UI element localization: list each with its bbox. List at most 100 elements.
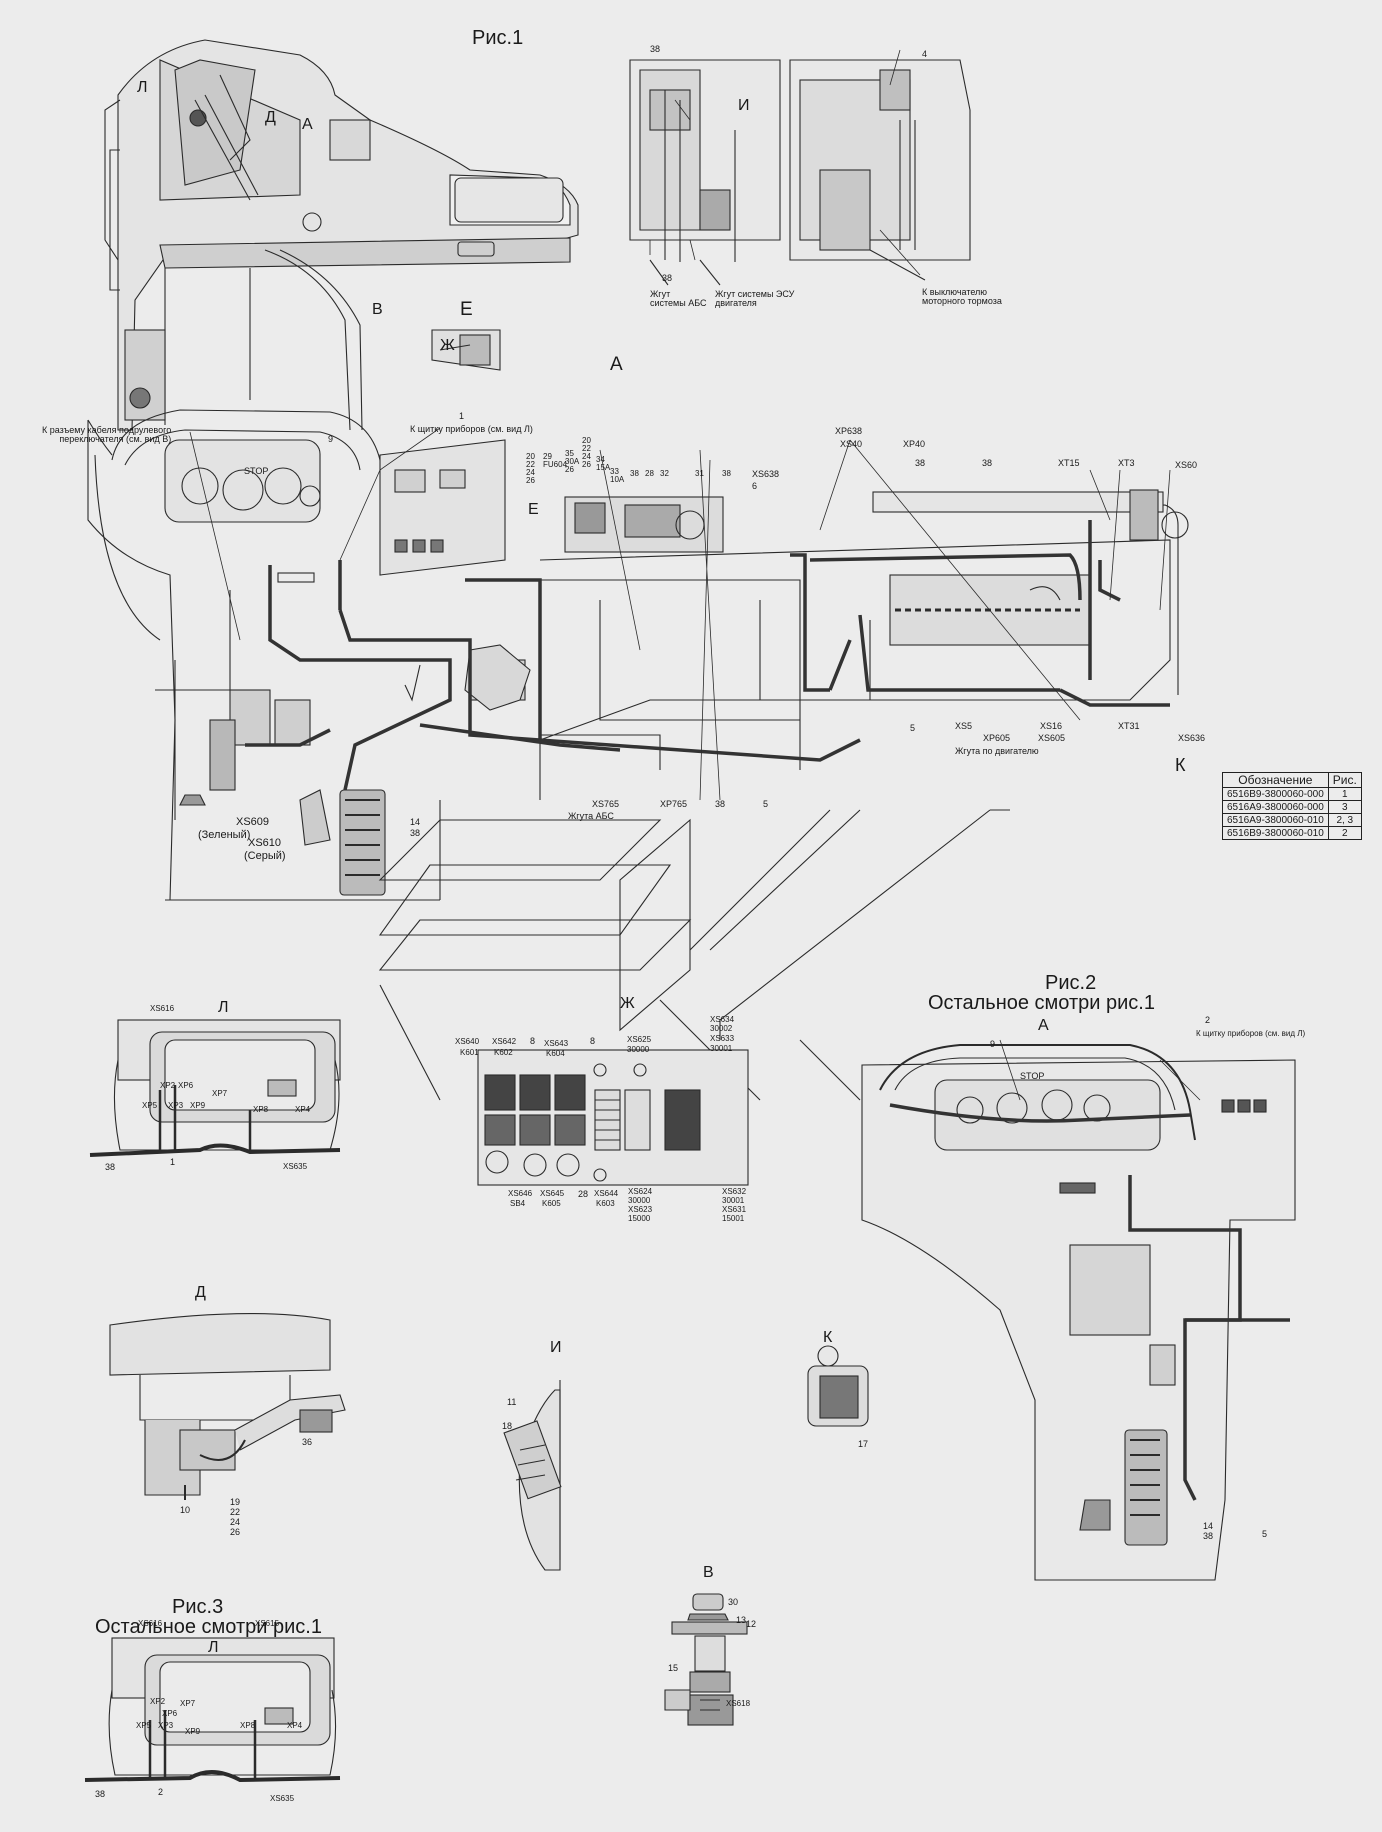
xs638-label: XS638 [752, 469, 780, 479]
zh-top-4-a: XS643 [544, 1039, 569, 1048]
spec-fig: 2 [1327, 826, 1362, 840]
zh-top-8-a: XS633 [710, 1034, 735, 1043]
zh-bottom-6-a: XS623 [628, 1205, 653, 1214]
fig2-n38: 38 [1203, 1531, 1214, 1541]
l-n38: 38 [105, 1162, 116, 1172]
l-xp2: XP2 [160, 1081, 176, 1090]
l-xs616: XS616 [150, 1004, 175, 1013]
view-a-main-label: А [610, 354, 623, 375]
view-zh-small-label: Ж [440, 337, 455, 354]
spec-designation: 6516А9-3800060-000 [1222, 800, 1329, 814]
xp605-label: XP605 [983, 733, 1011, 743]
leader-lines [189, 49, 1201, 1101]
zh-top-5-a: 8 [590, 1036, 596, 1046]
fuse-col-10: 31 [695, 469, 704, 478]
main-n5: 5 [910, 723, 916, 733]
spec-designation: 6516А9-3800060-010 [1222, 813, 1329, 827]
xs60-label: XS60 [1175, 460, 1198, 470]
abs-harness-label: Жгута АБС [568, 811, 614, 821]
main-n38e: 38 [715, 799, 726, 809]
main-n9: 9 [328, 434, 334, 444]
spec-fig: 3 [1327, 800, 1362, 814]
view-l-fig1-label: Л [218, 999, 229, 1016]
fig2-harness [889, 1103, 1290, 1501]
d-n10: 10 [180, 1505, 191, 1515]
l-xp3: XP3 [168, 1101, 184, 1110]
xs16-label: XS16 [1040, 721, 1063, 731]
xs5-label: XS5 [955, 721, 973, 731]
fuse-col-9: 32 [660, 469, 669, 478]
fig2-dashboard [861, 1044, 1296, 1581]
xs610-label: XS610 [248, 837, 282, 849]
f3-xp7: XP7 [180, 1699, 196, 1708]
harness-esu-label: Жгут системы ЭСУ двигателя [715, 289, 795, 308]
i-n11: 11 [507, 1397, 517, 1407]
f3-xp9: XP9 [185, 1727, 201, 1736]
l-xp7: XP7 [212, 1089, 228, 1098]
fig2-panel-note: К щитку приборов (см. вид Л) [1196, 1029, 1306, 1038]
zh-top-6-a: XS625 [627, 1035, 652, 1044]
xs609-label: XS609 [236, 816, 270, 828]
f3-n38: 38 [95, 1789, 106, 1799]
d-n19: 19 [230, 1497, 241, 1507]
fig2-n2: 2 [1205, 1015, 1211, 1025]
l-xs635: XS635 [283, 1162, 308, 1171]
xs609-color: (Зеленый) [198, 829, 251, 841]
fuse-col-2: 29 FU604 [543, 452, 568, 469]
zh-top-7-b: 30002 [710, 1024, 733, 1033]
zh-bottom-8-a: XS631 [722, 1205, 747, 1214]
zh-top-7-a: XS634 [710, 1015, 735, 1024]
fig2-stop: STOP [1020, 1071, 1045, 1081]
top-right-detail [629, 59, 971, 286]
xt31-label: XT31 [1118, 721, 1140, 731]
spec-header-designation: Обозначение [1222, 772, 1329, 788]
fig2-view-a-label: А [1038, 1017, 1049, 1034]
view-zh-panel [477, 1049, 749, 1186]
fuse-col-8: 28 [645, 469, 654, 478]
zh-bottom-8-b: 15001 [722, 1214, 745, 1223]
view-v-cab-label: В [372, 301, 383, 318]
fuse-col-11: 38 [722, 469, 731, 478]
fig2-n14: 14 [1203, 1521, 1214, 1531]
view-i-top-label: И [738, 97, 750, 114]
v-xs618: XS618 [726, 1699, 751, 1708]
zh-top-1-a: XS640 [455, 1037, 480, 1046]
zh-bottom-2-a: XS645 [540, 1189, 565, 1198]
view-e-label: Е [460, 299, 473, 320]
xs765-label: XS765 [592, 799, 620, 809]
harness-abs-label: Жгут системы АБС [650, 289, 707, 308]
zh-bottom-2-b: K605 [542, 1199, 561, 1208]
zh-bottom-3-a: 28 [578, 1189, 589, 1199]
top-right-n4: 4 [922, 49, 928, 59]
top-right-n38: 38 [650, 44, 661, 54]
f3-xp4: XP4 [287, 1721, 303, 1730]
xp40-label: XP40 [903, 439, 926, 449]
fuse-col-7: 38 [630, 469, 639, 478]
fig3-title: Рис.3 [172, 1596, 224, 1618]
f3-n2: 2 [158, 1787, 164, 1797]
spec-designation: 6516В9-3800060-010 [1222, 826, 1329, 840]
d-n26: 26 [230, 1527, 241, 1537]
l-n1: 1 [170, 1157, 176, 1167]
spec-row: 6516А9-3800060-000 3 [1222, 800, 1362, 814]
spec-header-row: Обозначение Рис. [1222, 772, 1362, 788]
f3-xp2: XP2 [150, 1697, 166, 1706]
xs40-label: XS40 [840, 439, 863, 449]
top-right-n38b: 38 [662, 273, 673, 283]
view-k [807, 1345, 869, 1427]
l-xp8: XP8 [253, 1105, 269, 1114]
spec-table: Обозначение Рис. 6516В9-3800060-000 1 65… [1222, 772, 1362, 840]
spec-fig: 2, 3 [1327, 813, 1362, 827]
fig1-title: Рис.1 [472, 27, 524, 49]
spec-header-fig: Рис. [1327, 772, 1362, 788]
zh-top-3-a: 8 [530, 1036, 536, 1046]
harness-routing [245, 520, 1170, 791]
zh-bottom-1-a: XS646 [508, 1189, 533, 1198]
view-zh-label: Ж [620, 995, 635, 1012]
dashboard-view-a [87, 409, 1189, 901]
dash-stop-label: STOP [244, 466, 269, 476]
main-n38c: 38 [915, 458, 926, 468]
view-zh-small [431, 329, 501, 371]
view-d-cab-label: Д [265, 109, 276, 126]
